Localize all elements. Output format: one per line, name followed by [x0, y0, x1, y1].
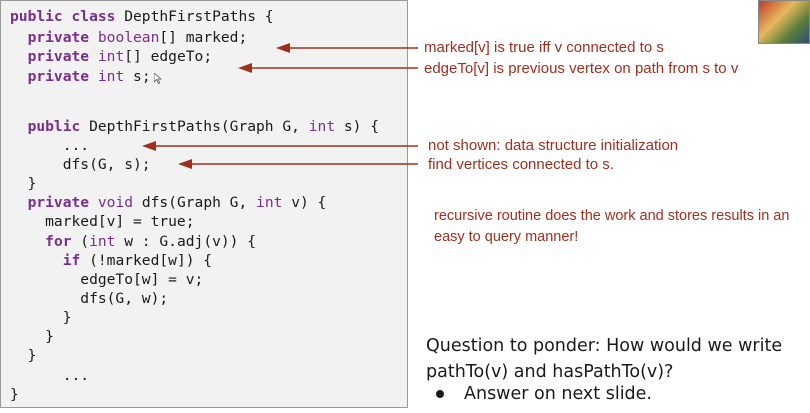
- annotation-marked: marked[v] is true iff v connected to s: [424, 39, 664, 56]
- code-line-ellipsis-2: ...: [10, 367, 90, 384]
- code-line-dfs-call: dfs(G, s);: [10, 156, 151, 173]
- code-line-close-class: }: [10, 386, 19, 403]
- mouse-cursor-icon: [154, 73, 162, 84]
- answer-bullet-text: Answer on next slide.: [464, 384, 652, 404]
- code-line-ellipsis-1: ...: [10, 137, 90, 154]
- code-line-marked: private boolean[] marked;: [27, 29, 248, 46]
- code-line-close-if: }: [10, 309, 72, 326]
- presenter-thumbnail: [758, 0, 810, 44]
- code-line-dfs-def: private void dfs(Graph G, int v) {: [27, 194, 327, 211]
- code-line-close-for: }: [10, 328, 54, 345]
- code-line-dfs-recurse: dfs(G, w);: [10, 290, 169, 307]
- code-line-for: for (int w : G.adj(v)) {: [45, 233, 257, 250]
- question-text: Question to ponder: How would we write p…: [426, 336, 783, 382]
- annotation-dfs: find vertices connected to s.: [428, 156, 614, 173]
- code-line-s: private int s;: [27, 68, 151, 85]
- annotation-edgeto: edgeTo[v] is previous vertex on path fro…: [424, 60, 739, 77]
- annotation-init: not shown: data structure initialization: [428, 137, 679, 154]
- code-line-close-constructor: }: [10, 175, 37, 192]
- code-line-class: public class DepthFirstPaths {: [10, 8, 274, 25]
- code-line-mark-true: marked[v] = true;: [10, 213, 195, 230]
- code-line-constructor: public DepthFirstPaths(Graph G, int s) {: [27, 118, 380, 135]
- code-line-close-dfs: }: [10, 347, 37, 364]
- code-line-edgeto: private int[] edgeTo;: [27, 48, 213, 65]
- code-panel: public class DepthFirstPaths { private b…: [0, 0, 408, 408]
- bullet-dot-icon: [436, 390, 444, 398]
- answer-bullet: Answer on next slide.: [436, 384, 652, 404]
- code-line-if: if (!marked[w]) {: [62, 252, 213, 269]
- annotation-recursive: recursive routine does the work and stor…: [434, 208, 790, 245]
- code-line-edgeto-assign: edgeTo[w] = v;: [10, 271, 204, 288]
